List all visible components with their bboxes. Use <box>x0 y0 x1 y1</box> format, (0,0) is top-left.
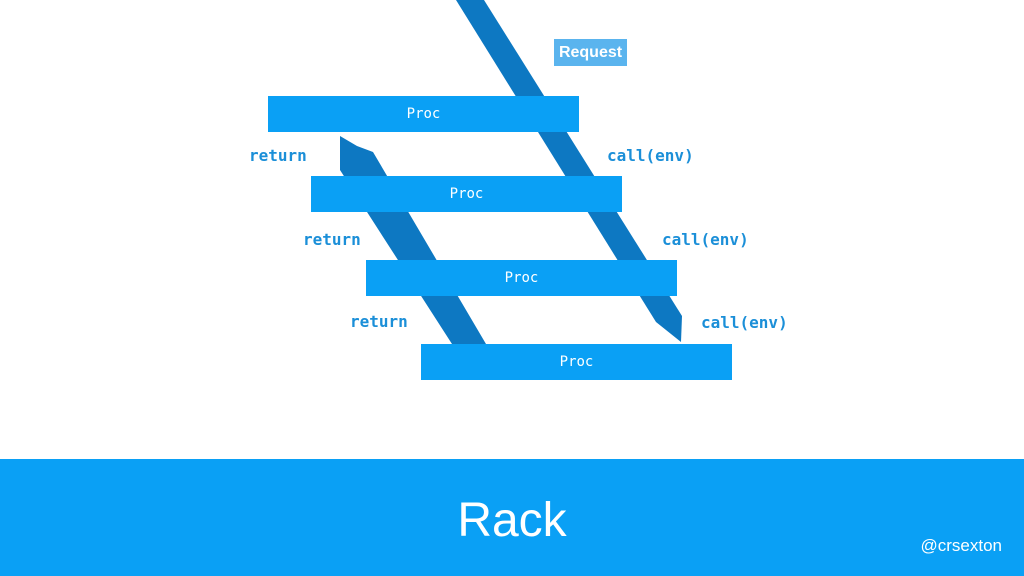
proc-bar-3: Proc <box>366 260 677 296</box>
call-label-3: call(env) <box>701 313 788 332</box>
return-label-3: return <box>350 312 408 331</box>
proc-label: Proc <box>504 270 539 286</box>
request-flow-arrow <box>456 0 682 342</box>
call-label-1: call(env) <box>607 146 694 165</box>
proc-label: Proc <box>406 106 441 122</box>
proc-bar-1: Proc <box>268 96 579 132</box>
return-label-2: return <box>303 230 361 249</box>
proc-bar-4: Proc <box>421 344 732 380</box>
request-badge: Request <box>554 39 627 66</box>
proc-label: Proc <box>449 186 484 202</box>
return-label-1: return <box>249 146 307 165</box>
author-handle: @crsexton <box>920 536 1002 555</box>
call-label-2: call(env) <box>662 230 749 249</box>
proc-label: Proc <box>559 354 594 370</box>
footer-banner: Rack @crsexton <box>0 459 1024 576</box>
proc-bar-2: Proc <box>311 176 622 212</box>
slide-title: Rack <box>457 494 567 547</box>
